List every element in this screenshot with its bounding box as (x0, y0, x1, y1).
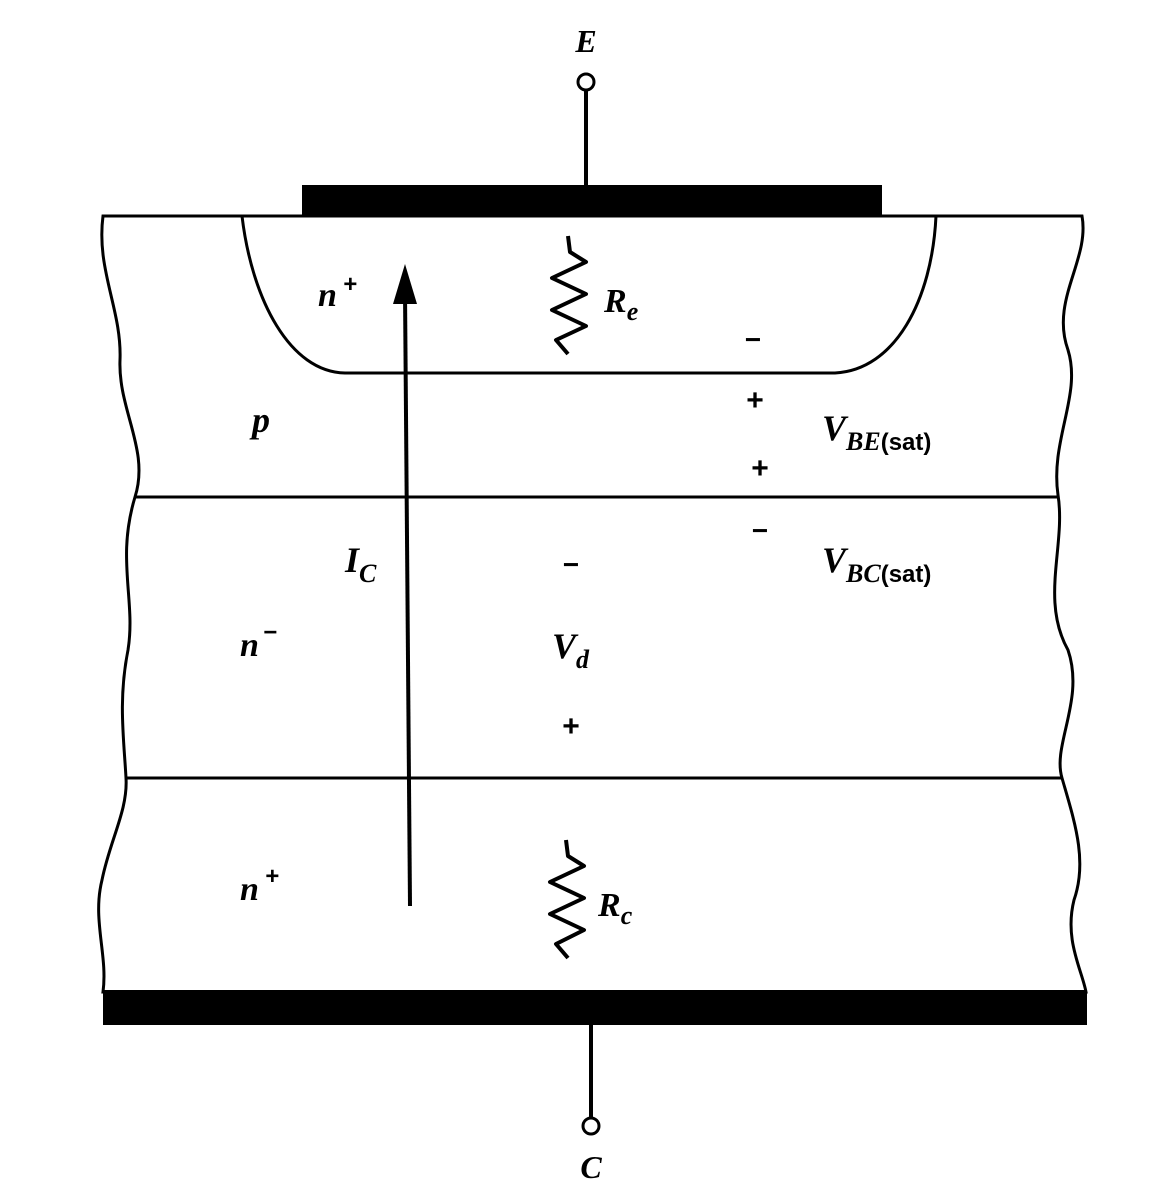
emitter-resistor-symbol (550, 235, 588, 356)
emitter-terminal-label: E (574, 23, 596, 59)
vbc-negative-sign: − (752, 515, 768, 546)
vbe-sat-label: VBE(sat) (822, 408, 931, 456)
emitter-n-plus-well (240, 215, 938, 375)
vbc-sat-label: VBC(sat) (822, 540, 931, 588)
collector-current-label: IC (344, 540, 377, 588)
collector-resistance-label: Rc (597, 887, 633, 930)
collector-terminal-label: C (580, 1149, 602, 1185)
emitter-terminal-node (576, 72, 596, 92)
vbc-positive-sign: + (751, 452, 769, 485)
substrate-region-label: n+ (240, 863, 279, 908)
collector-terminal: C (580, 1025, 602, 1185)
vbe-negative-sign: − (745, 324, 761, 355)
current-arrow-head (393, 264, 417, 304)
base-region-label: p (249, 400, 270, 440)
emitter-resistance-label: Re (603, 283, 638, 326)
collector-metal-contact (103, 990, 1087, 1025)
emitter-region-label: n+ (318, 271, 357, 314)
drift-region-label: n− (240, 619, 277, 664)
emitter-terminal: E (574, 23, 597, 186)
collector-terminal-node (581, 1116, 601, 1136)
vd-negative-sign: − (563, 549, 579, 580)
vbe-positive-sign: + (746, 384, 764, 417)
collector-resistor-symbol (548, 839, 586, 960)
vd-positive-sign: + (562, 710, 580, 743)
collector-current-arrow (393, 264, 417, 907)
current-arrow-shaft (403, 291, 412, 907)
drift-voltage-label: Vd (552, 626, 590, 674)
emitter-metal-contact (302, 185, 882, 216)
